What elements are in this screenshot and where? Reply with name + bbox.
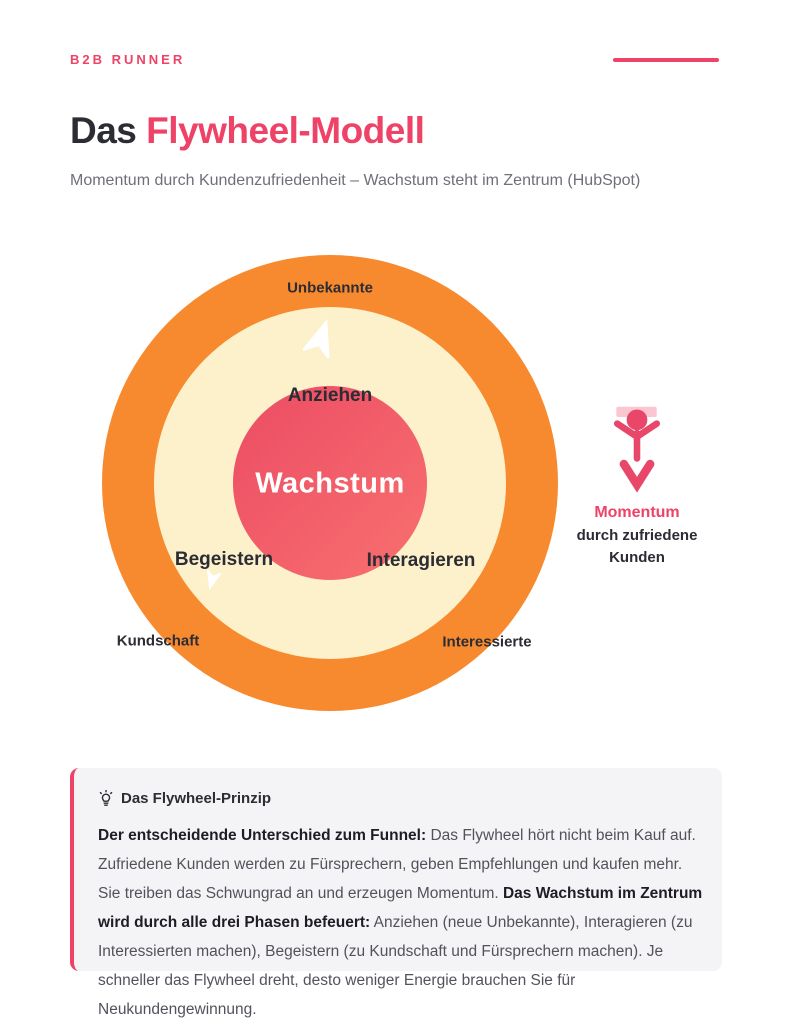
info-paragraph-segment: Der entscheidende Unterschied zum Funnel… [98, 827, 427, 844]
info-paragraph-segment: Anziehen (neue Unbekannte), Interagieren… [98, 914, 693, 1018]
phase-label-interagieren: Interagieren [366, 550, 476, 571]
momentum-title: Momentum [594, 504, 680, 521]
phase-label-anziehen: Anziehen [287, 385, 373, 406]
rotation-arrow-icon [206, 568, 221, 591]
page-title-prefix: Das [70, 110, 147, 151]
info-box-title: Das Flywheel-Prinzip [121, 790, 272, 807]
audience-label-interessierte: Interessierte [442, 633, 532, 651]
header-accent-rule [613, 58, 719, 62]
momentum-subtext: durch zufriedene Kunden [576, 527, 698, 566]
flywheel-principle-info-box: Das Flywheel-Prinzip Der entscheidende U… [70, 768, 722, 1018]
page-title-highlight: Flywheel-Modell [146, 110, 425, 151]
info-box-title-row: Das Flywheel-Prinzip [98, 790, 694, 807]
flywheel-center-circle [233, 386, 427, 580]
info-paragraph-segment: Das Wachstum im Zentrum wird durch alle … [98, 885, 703, 931]
info-paragraph-segment: Das Flywheel hört nicht beim Kauf auf. Z… [98, 827, 696, 902]
momentum-annotation: Momentum durch zufriedene Kunden [557, 402, 717, 569]
center-label-wachstum: Wachstum [255, 467, 405, 500]
page-title: Das Flywheel-Modell [70, 110, 425, 152]
brand-logo: B2B RUNNER [70, 52, 186, 67]
lightbulb-icon [99, 790, 113, 806]
rotation-arrow-icon [303, 318, 330, 358]
page-subtitle: Momentum durch Kundenzufriedenheit – Wac… [70, 172, 641, 189]
phase-label-begeistern: Begeistern [174, 549, 274, 570]
audience-label-kundschaft: Kundschaft [116, 632, 200, 650]
cheering-person-down-arrow-icon [613, 406, 661, 493]
info-paragraph: Der entscheidende Unterschied zum Funnel… [98, 821, 706, 1024]
audience-label-unbekannte: Unbekannte [287, 279, 373, 297]
